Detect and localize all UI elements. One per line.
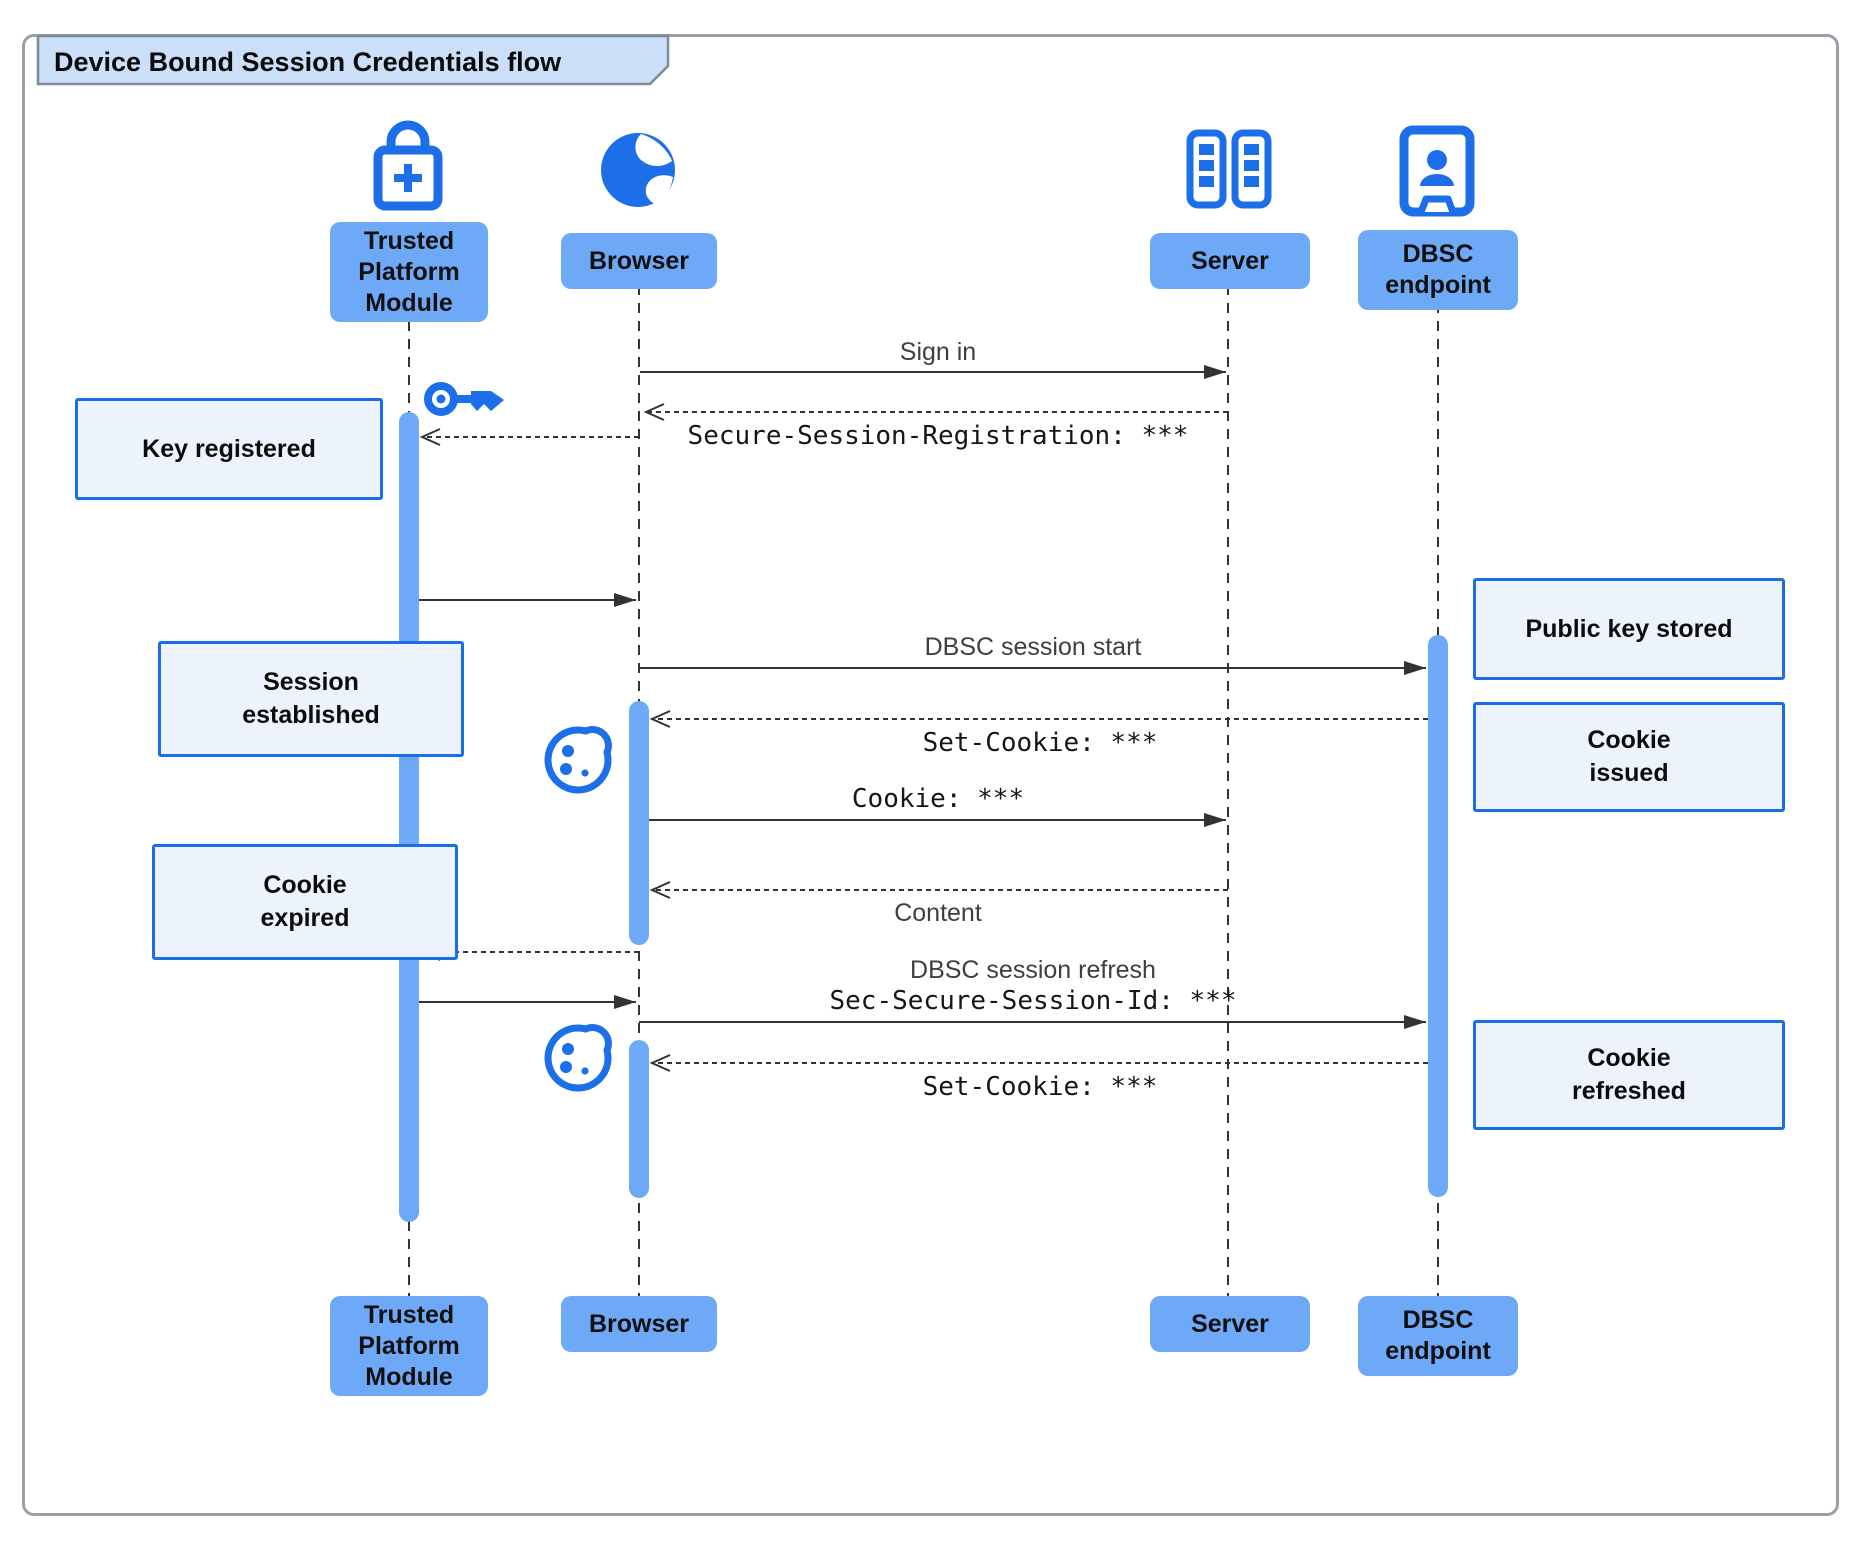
globe-icon xyxy=(601,133,675,207)
activation-bar-browser-1 xyxy=(629,701,649,945)
actor-label-line: DBSC xyxy=(1402,240,1474,268)
actor-tpm-top: Trusted Platform Module xyxy=(330,222,488,322)
actor-server-bottom: Server xyxy=(1150,1296,1310,1352)
actor-label-line: Browser xyxy=(588,246,690,275)
note-line: Cookie xyxy=(263,871,347,899)
message-label-sec-secure-session-id: Sec-Secure-Session-Id: *** xyxy=(829,986,1237,1016)
lock-plus-icon xyxy=(373,120,443,211)
actor-label-line: Server xyxy=(1191,1309,1269,1338)
note-session-established: Session established xyxy=(158,641,464,757)
note-line: issued xyxy=(1589,759,1669,787)
actor-label-line: Server xyxy=(1191,246,1269,275)
note-key-registered: Key registered xyxy=(75,398,383,500)
cookie-icon xyxy=(544,726,612,794)
actor-label-line: Module xyxy=(365,1362,453,1391)
actor-label-line: Trusted xyxy=(363,1300,455,1329)
actor-label-line: endpoint xyxy=(1385,271,1491,299)
actor-label-line: endpoint xyxy=(1385,1337,1491,1365)
actor-dbsc-top: DBSC endpoint xyxy=(1358,230,1518,310)
note-line: Cookie xyxy=(1587,1044,1671,1072)
note-line: Session xyxy=(263,668,359,696)
note-cookie-issued: Cookie issued xyxy=(1473,702,1785,812)
note-line: Key registered xyxy=(142,434,316,463)
actor-browser-top: Browser xyxy=(561,233,717,289)
note-line: established xyxy=(242,701,380,729)
actor-label-line: Trusted xyxy=(363,226,455,255)
actor-tpm-bottom: Trusted Platform Module xyxy=(330,1296,488,1396)
key-icon xyxy=(424,382,504,416)
activation-bar-tpm xyxy=(399,412,419,1222)
note-cookie-refreshed: Cookie refreshed xyxy=(1473,1020,1785,1130)
actor-label-line: Platform xyxy=(358,257,460,286)
message-label-dbsc-session-start: DBSC session start xyxy=(924,633,1142,661)
actor-dbsc-bottom: DBSC endpoint xyxy=(1358,1296,1518,1376)
note-cookie-expired: Cookie expired xyxy=(152,844,458,960)
message-label-set-cookie-second: Set-Cookie: *** xyxy=(922,1072,1158,1102)
message-label-secure-session-registration: Secure-Session-Registration: *** xyxy=(687,421,1189,451)
note-line: refreshed xyxy=(1572,1077,1686,1105)
message-label-sign-in: Sign in xyxy=(899,338,977,366)
message-label-cookie: Cookie: *** xyxy=(851,784,1025,814)
activation-bar-browser-2 xyxy=(629,1040,649,1198)
actor-browser-bottom: Browser xyxy=(561,1296,717,1352)
actor-label-line: DBSC xyxy=(1402,1306,1474,1334)
message-label-dbsc-session-refresh: DBSC session refresh xyxy=(910,956,1156,984)
actor-label-line: Platform xyxy=(358,1331,460,1360)
actor-label-line: Module xyxy=(365,288,453,317)
server-rack-icon xyxy=(1186,129,1272,209)
actor-label-line: Browser xyxy=(588,1309,690,1338)
actor-server-top: Server xyxy=(1150,233,1310,289)
note-line: Cookie xyxy=(1587,726,1671,754)
cookie-icon xyxy=(544,1024,612,1092)
diagram-title: Device Bound Session Credentials flow xyxy=(54,47,562,77)
contact-badge-icon xyxy=(1399,125,1475,217)
message-label-set-cookie-first: Set-Cookie: *** xyxy=(922,728,1158,758)
note-public-key-stored: Public key stored xyxy=(1473,578,1785,680)
note-line: Public key stored xyxy=(1525,614,1733,643)
activation-bar-dbsc xyxy=(1428,635,1448,1197)
message-label-content: Content xyxy=(894,899,982,927)
diagram-frame xyxy=(22,34,1839,1516)
note-line: expired xyxy=(260,904,350,932)
title-tab xyxy=(36,34,670,86)
